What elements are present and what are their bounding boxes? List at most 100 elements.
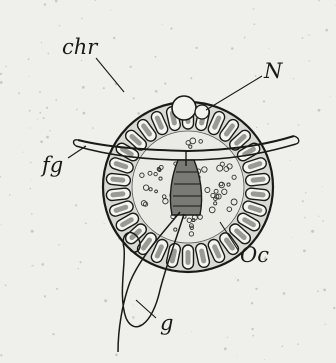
paper-speckle — [95, 0, 97, 1]
paper-speckle — [32, 265, 33, 266]
paper-speckle — [309, 60, 310, 61]
paper-speckle — [237, 279, 239, 281]
paper-speckle — [308, 35, 309, 36]
paper-speckle — [292, 237, 293, 238]
label-N: N — [263, 59, 283, 83]
paper-speckle — [41, 42, 42, 43]
paper-speckle — [243, 116, 244, 117]
paper-speckle — [305, 192, 306, 193]
paper-speckle — [290, 160, 291, 161]
paper-speckle — [49, 130, 50, 131]
paper-speckle — [82, 86, 85, 89]
paper-speckle — [251, 328, 253, 330]
paper-speckle — [28, 76, 29, 77]
label-g: g — [160, 311, 173, 335]
paper-speckle — [304, 217, 306, 219]
paper-speckle — [252, 335, 254, 337]
paper-speckle — [31, 230, 34, 233]
paper-speckle — [191, 331, 192, 332]
paper-speckle — [253, 8, 255, 10]
paper-speckle — [46, 107, 48, 109]
chromatophore — [106, 188, 131, 201]
paper-speckle — [0, 176, 1, 178]
paper-speckle — [267, 123, 269, 125]
paper-speckle — [48, 53, 50, 55]
paper-speckle — [235, 278, 236, 279]
paper-speckle — [282, 346, 284, 348]
paper-speckle — [302, 200, 304, 202]
paper-speckle — [132, 316, 134, 318]
paper-speckle — [81, 18, 83, 20]
paper-speckle — [170, 27, 172, 29]
paper-speckle — [190, 77, 192, 79]
paper-speckle — [196, 47, 198, 49]
paper-speckle — [325, 324, 326, 325]
paper-speckle — [322, 186, 323, 187]
paper-speckle — [293, 78, 294, 79]
paper-speckle — [23, 152, 24, 153]
paper-speckle — [155, 56, 157, 58]
paper-speckle — [81, 60, 82, 61]
paper-speckle — [302, 37, 304, 39]
paper-speckle — [231, 47, 234, 50]
paper-speckle — [37, 119, 38, 120]
paper-speckle — [78, 268, 79, 269]
paper-speckle — [237, 355, 238, 356]
paper-speckle — [55, 0, 58, 2]
paper-speckle — [0, 354, 2, 356]
chromatophore — [183, 245, 194, 269]
paper-speckle — [251, 302, 253, 304]
paper-speckle — [44, 3, 46, 5]
paper-speckle — [255, 75, 257, 77]
paper-speckle — [256, 127, 257, 128]
paper-speckle — [154, 314, 155, 315]
paper-speckle — [92, 127, 94, 129]
paper-speckle — [318, 109, 321, 112]
paper-speckle — [330, 96, 331, 97]
paper-speckle — [104, 299, 107, 302]
paper-speckle — [137, 112, 140, 115]
paper-speckle — [133, 97, 135, 99]
paper-speckle — [40, 140, 43, 143]
paper-speckle — [85, 222, 87, 224]
paper-speckle — [317, 291, 319, 293]
paper-speckle — [115, 354, 118, 357]
paper-speckle — [113, 37, 115, 39]
paper-speckle — [130, 66, 132, 68]
paper-speckle — [104, 223, 105, 224]
paper-speckle — [5, 285, 7, 287]
paper-speckle — [319, 0, 320, 1]
paper-speckle — [52, 333, 54, 335]
paper-speckle — [303, 249, 306, 252]
paper-speckle — [311, 230, 314, 233]
N-leader — [206, 76, 262, 110]
chromatophore — [245, 188, 270, 201]
paper-speckle — [297, 343, 299, 345]
paper-speckle — [103, 87, 105, 89]
paper-speckle — [323, 289, 326, 292]
paper-speckle — [155, 90, 158, 93]
paper-speckle — [298, 124, 299, 125]
paper-speckle — [333, 307, 335, 309]
chromatophore — [245, 173, 270, 186]
label-Oc: Oc — [240, 243, 269, 267]
fg-leader — [68, 146, 86, 158]
paper-speckle — [318, 216, 319, 217]
paper-speckle — [268, 48, 269, 49]
paper-speckle — [46, 136, 49, 139]
paper-speckle — [42, 263, 45, 266]
paper-speckle — [58, 244, 59, 245]
paper-speckle — [28, 58, 30, 60]
chr-leader — [96, 58, 124, 92]
paper-speckle — [31, 213, 33, 215]
paper-speckle — [30, 162, 32, 164]
paper-speckle — [44, 295, 46, 297]
paper-speckle — [162, 24, 163, 25]
label-chr: chr — [62, 35, 99, 59]
paper-speckle — [31, 179, 32, 180]
paper-speckle — [325, 29, 328, 32]
paper-speckle — [111, 10, 112, 11]
paper-speckle — [255, 288, 257, 290]
paper-speckle — [0, 81, 3, 84]
chromatophore — [106, 173, 131, 186]
